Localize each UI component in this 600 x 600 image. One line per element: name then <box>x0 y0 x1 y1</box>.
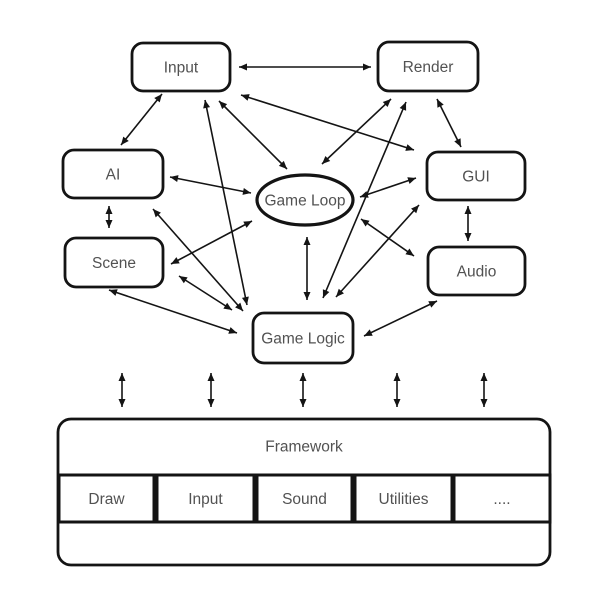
edge-scene-game-logic-b <box>108 289 238 334</box>
gui-box <box>425 150 527 202</box>
edge-gui-game-loop <box>359 177 417 198</box>
node-input: Input <box>130 41 232 93</box>
node-render-label: Render <box>403 59 454 76</box>
framework-cell-4-label: .... <box>493 491 510 508</box>
node-game-loop-label: Game Loop <box>265 193 346 210</box>
node-audio-label: Audio <box>457 264 497 281</box>
edge-render-gui <box>436 98 462 148</box>
node-scene: Scene <box>63 236 165 289</box>
node-ai-label: AI <box>106 167 121 184</box>
edge-input-ai <box>120 93 163 146</box>
render-box <box>376 40 480 93</box>
framework-label: Framework <box>265 439 343 456</box>
framework-cell-1-label: Input <box>188 491 223 508</box>
edge-render-game-loop <box>321 98 392 165</box>
audio-box <box>426 245 527 297</box>
framework-cell-2 <box>255 473 354 524</box>
edge-gui-game-logic <box>335 204 420 298</box>
edge-audio-game-loop <box>360 218 415 257</box>
edge-scene-game-logic <box>178 275 233 311</box>
scene-box <box>63 236 165 289</box>
edge-ai-game-logic <box>152 208 244 312</box>
framework-cell-4 <box>452 473 552 524</box>
node-audio: Audio <box>426 245 527 297</box>
node-ai: AI <box>61 148 165 200</box>
edge-input-game-loop <box>218 100 288 170</box>
framework-cell-1 <box>155 473 256 524</box>
ai-box <box>61 148 165 200</box>
edge-audio-game-logic <box>363 300 438 337</box>
framework-cell-2-label: Sound <box>282 491 327 508</box>
framework-cell-3-label: Utilities <box>379 491 429 508</box>
input-box <box>130 41 232 93</box>
framework-cell-0 <box>57 473 156 524</box>
node-game-loop: Game Loop <box>255 173 355 227</box>
node-gui-label: GUI <box>462 169 490 186</box>
edge-input-gui <box>240 94 415 151</box>
edge-ai-game-loop <box>169 175 252 195</box>
node-input-label: Input <box>164 60 199 77</box>
game-logic-box <box>251 311 355 365</box>
node-scene-label: Scene <box>92 255 136 272</box>
framework-cell-3 <box>353 473 454 524</box>
node-game-logic: Game Logic <box>251 311 355 365</box>
framework-cell-0-label: Draw <box>88 491 125 508</box>
node-render: Render <box>376 40 480 93</box>
node-game-logic-label: Game Logic <box>261 331 345 348</box>
node-gui: GUI <box>425 150 527 202</box>
game-loop-ellipse <box>255 173 355 227</box>
